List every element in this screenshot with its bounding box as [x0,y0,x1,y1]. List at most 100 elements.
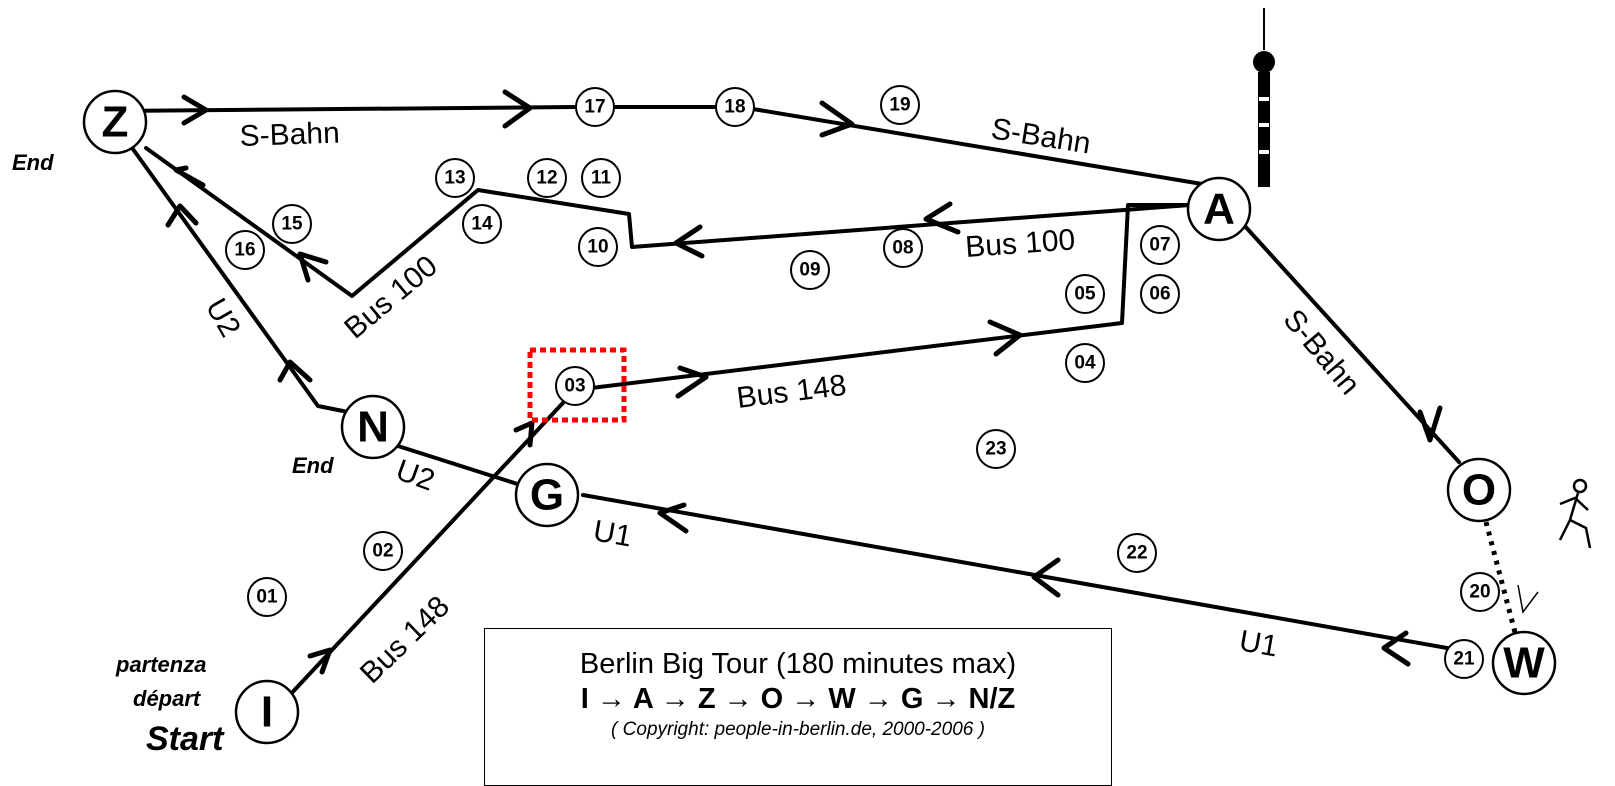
svg-text:G: G [530,471,564,520]
end-label-n: End [292,453,334,478]
svg-text:12: 12 [536,168,557,189]
sbahn-line-z-a [116,105,1216,188]
svg-text:18: 18 [724,97,745,118]
svg-text:22: 22 [1126,543,1147,564]
svg-text:09: 09 [799,260,820,281]
stop-17: 17 [575,87,615,127]
arrow-icon [987,319,1023,357]
sbahn-label-right: S-Bahn [989,112,1093,160]
svg-text:23: 23 [985,439,1006,460]
node-n: N [340,394,406,460]
svg-text:O: O [1462,466,1496,515]
copyright-text: ( Copyright: people-in-berlin.de, 2000-2… [611,719,985,740]
node-i: I [234,679,300,745]
walk-line [1483,521,1520,641]
stop-08: 08 [883,228,923,268]
svg-text:19: 19 [889,95,910,116]
stop-03: 03 [555,366,595,406]
u2-line [128,143,350,414]
partenza-label: partenza [115,652,206,677]
bus100-label-right: Bus 100 [964,223,1076,264]
stop-07: 07 [1140,225,1180,265]
bus148-label-right: Bus 148 [735,369,848,415]
stop-10: 10 [578,227,618,267]
arrow-icon [165,203,199,228]
highlight-box [527,347,627,423]
node-a: A [1186,176,1252,242]
stop-15: 15 [272,204,312,244]
stop-09: 09 [790,250,830,290]
arrow-icon [173,165,206,188]
svg-text:20: 20 [1469,582,1490,603]
walking-person-icon [1558,478,1592,549]
arrow-icon [307,647,333,675]
arrow-icon [1381,630,1411,667]
bus100-line [144,146,1192,298]
bus148-label-left: Bus 148 [354,590,456,690]
svg-text:10: 10 [587,237,608,258]
node-w: W [1491,630,1557,696]
arrow-icon [675,365,709,399]
u1-line [581,493,1466,653]
tour-route: I → A → Z → O → W → G → N/Z [580,683,1016,715]
u1-label-left: U1 [591,514,635,553]
stop-04: 04 [1065,343,1105,383]
svg-text:07: 07 [1149,235,1170,256]
stop-01: 01 [247,577,287,617]
svg-text:01: 01 [256,587,278,608]
stop-14: 14 [462,204,502,244]
node-o: O [1446,457,1512,523]
svg-text:16: 16 [234,240,255,261]
stop-22: 22 [1117,533,1157,573]
svg-text:17: 17 [584,97,605,118]
arrow-icon [923,201,961,235]
stop-12: 12 [527,158,567,198]
svg-text:W: W [1503,639,1545,688]
u1-label-right: U1 [1237,624,1281,663]
svg-text:Z: Z [102,98,129,147]
svg-text:03: 03 [564,376,585,397]
svg-text:I: I [261,688,273,737]
stop-20: 20 [1460,572,1500,612]
stop-16: 16 [225,230,265,270]
stop-05: 05 [1065,274,1105,314]
svg-text:05: 05 [1074,284,1096,305]
stop-11: 11 [581,158,621,198]
tour-title: Berlin Big Tour (180 minutes max) [579,648,1017,680]
arrow-icon [673,224,705,259]
svg-text:15: 15 [281,214,303,235]
svg-text:04: 04 [1074,353,1096,374]
svg-text:02: 02 [372,541,393,562]
stop-21: 21 [1444,639,1484,679]
arrow-icon [513,420,535,448]
end-label-z: End [12,150,54,175]
svg-text:21: 21 [1453,649,1475,670]
arrow-icon [277,359,313,383]
svg-text:08: 08 [892,238,913,259]
walk-arrow [1517,584,1539,614]
arrow-icon [1031,557,1061,598]
u2-label-ng: U2 [392,454,439,498]
tour-info-box: Berlin Big Tour (180 minutes max) I → A … [484,628,1112,786]
stop-13: 13 [435,158,475,198]
stop-06: 06 [1140,274,1180,314]
arrow-icon [657,502,689,534]
arrow-icon [819,100,855,138]
arrow-icon [502,89,533,129]
sbahn-label-top: S-Bahn [239,117,340,153]
depart-label: départ [133,686,202,711]
svg-text:11: 11 [591,168,612,189]
svg-text:A: A [1203,185,1235,234]
arrow-icon [181,94,209,126]
arrow-icon [1417,405,1443,443]
start-label: Start [146,720,225,758]
svg-text:N: N [357,403,389,452]
stop-19: 19 [880,85,920,125]
u2-line-n-g [396,444,532,490]
node-z: Z [82,89,148,155]
bus148-line [286,203,1192,699]
sbahn-label-diagonal: S-Bahn [1277,303,1367,401]
tv-tower-icon [1253,8,1275,187]
svg-text:13: 13 [444,168,465,189]
